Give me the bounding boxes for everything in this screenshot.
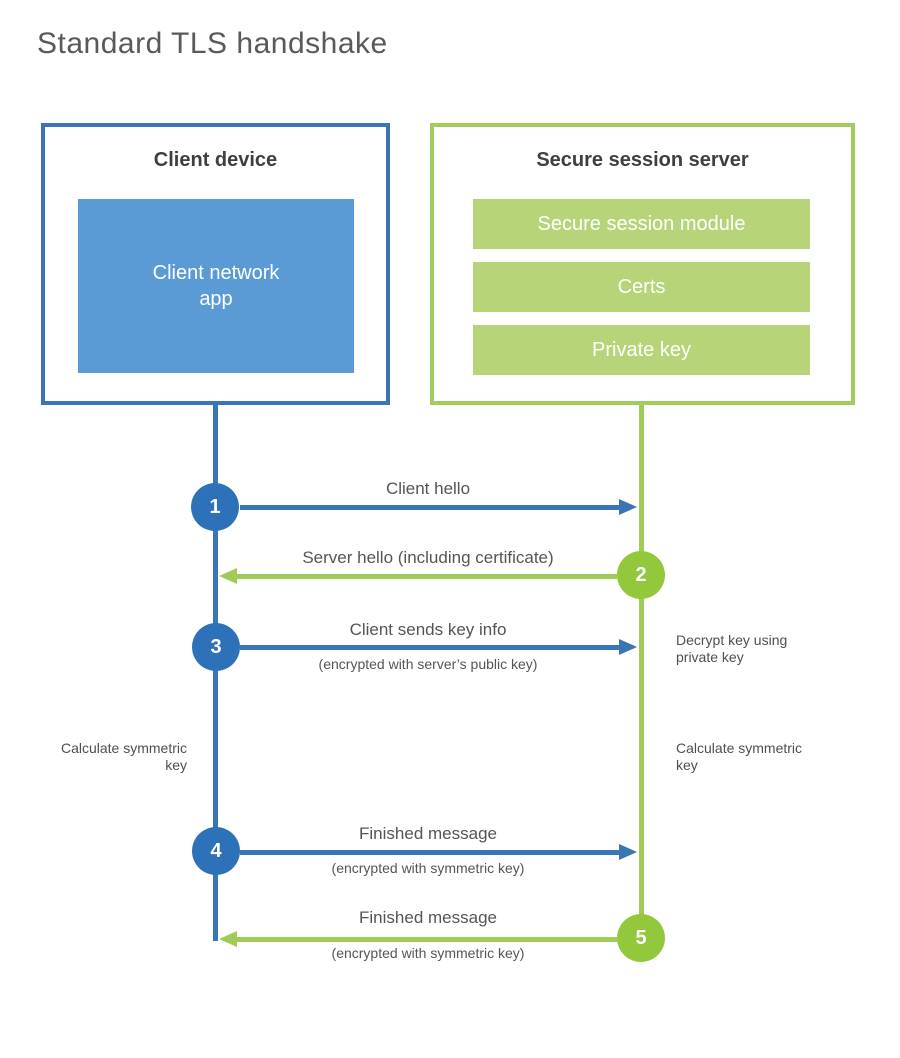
server-private-key-bar: Private key — [473, 325, 810, 375]
step-3-badge: 3 — [192, 623, 240, 671]
arrow-head-right-icon — [619, 844, 637, 860]
step-2-badge: 2 — [617, 551, 665, 599]
secure-session-server-box: Secure session server Secure session mod… — [430, 123, 855, 405]
arrow-shaft — [235, 936, 617, 942]
secure-session-server-title: Secure session server — [536, 149, 749, 171]
arrow-server-hello — [219, 568, 617, 584]
arrow-client-hello — [240, 499, 637, 515]
server-private-key-label: Private key — [592, 338, 691, 361]
client-network-app-box: Client network app — [78, 199, 354, 373]
arrow-head-right-icon — [619, 639, 637, 655]
note-calculate-symmetric-key-client: Calculate symmetric key — [60, 740, 187, 773]
arrow-shaft — [240, 849, 621, 855]
arrow-shaft — [240, 504, 621, 510]
client-network-app-label: Client network app — [152, 262, 280, 310]
arrow-head-right-icon — [619, 499, 637, 515]
note-calculate-symmetric-key-server: Calculate symmetric key — [676, 740, 803, 773]
arrow-shaft — [235, 573, 617, 579]
step-5-badge: 5 — [617, 914, 665, 962]
arrow-head-left-icon — [219, 931, 237, 947]
step-4-badge: 4 — [192, 827, 240, 875]
arrow-client-key-info — [240, 639, 637, 655]
arrow-finished-server — [219, 931, 617, 947]
message-sublabel-client-key-info: (encrypted with server’s public key) — [318, 656, 538, 672]
arrow-head-left-icon — [219, 568, 237, 584]
client-device-title: Client device — [153, 149, 278, 171]
client-device-box: Client device Client network app — [41, 123, 390, 405]
message-label-finished-server: Finished message — [359, 908, 497, 927]
server-module-label: Secure session module — [537, 212, 746, 235]
server-module-bar: Secure session module — [473, 199, 810, 249]
message-label-server-hello: Server hello (including certificate) — [302, 548, 554, 567]
message-label-finished-client: Finished message — [359, 824, 497, 843]
server-certs-label: Certs — [617, 275, 666, 298]
note-decrypt-key: Decrypt key using private key — [676, 632, 788, 665]
arrow-shaft — [240, 644, 621, 650]
message-sublabel-finished-client: (encrypted with symmetric key) — [331, 860, 525, 876]
page-title: Standard TLS handshake — [37, 27, 388, 60]
message-label-client-key-info: Client sends key info — [349, 620, 507, 639]
message-label-client-hello: Client hello — [385, 479, 471, 498]
message-sublabel-finished-server: (encrypted with symmetric key) — [331, 945, 525, 961]
arrow-finished-client — [240, 844, 637, 860]
server-lifeline — [639, 405, 644, 938]
client-lifeline — [213, 405, 218, 941]
server-certs-bar: Certs — [473, 262, 810, 312]
step-1-badge: 1 — [191, 483, 239, 531]
